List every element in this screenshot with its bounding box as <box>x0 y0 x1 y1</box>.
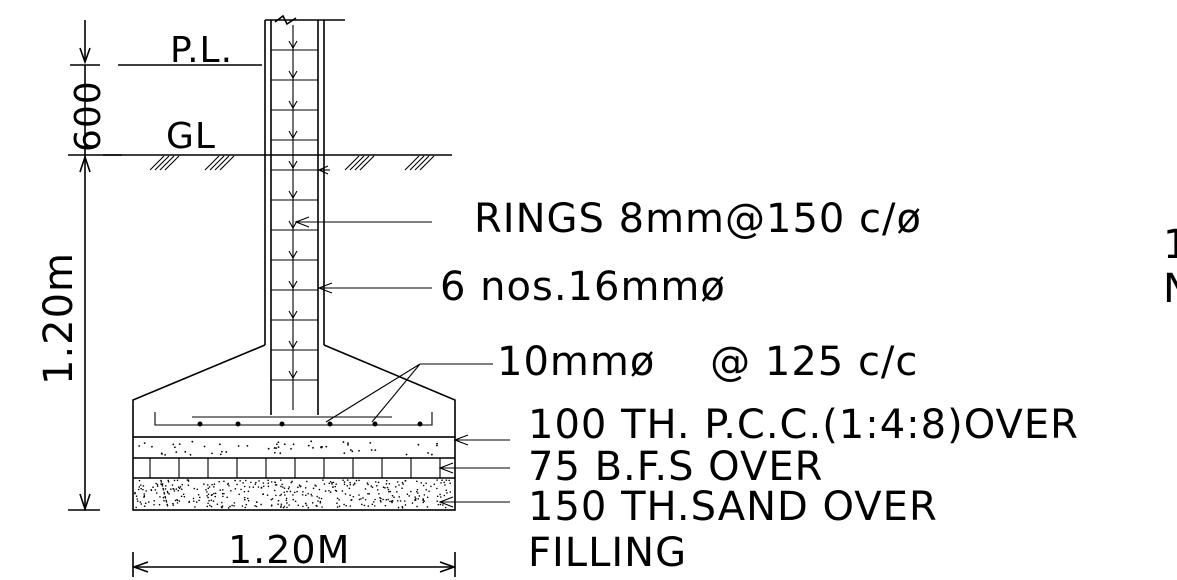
base-bar-dots <box>197 421 423 427</box>
pcc-layer-label: 100 TH. P.C.C.(1:4:8)OVER <box>528 402 1079 448</box>
filling-label: FILLING <box>528 530 687 576</box>
footing <box>132 344 456 437</box>
rings-label: RINGS 8mm@150 c/ø <box>474 196 922 242</box>
layers <box>132 436 456 511</box>
bfs-layer-label: 75 B.F.S OVER <box>528 444 823 490</box>
leaders <box>294 165 510 508</box>
footing-slope-right <box>323 344 456 437</box>
break-symbol <box>274 14 297 26</box>
ground-hatch-left <box>149 155 235 171</box>
gl-label: GL <box>166 116 216 157</box>
footing-slope-left <box>132 344 266 437</box>
pl-label: P.L. <box>170 30 233 71</box>
ground-line-group <box>103 154 452 171</box>
column-rings <box>271 40 318 381</box>
bfs-layer-bricks <box>149 458 441 478</box>
dimension-horizontal <box>131 552 457 577</box>
column <box>264 14 345 415</box>
dimension-600-label: 600 <box>68 80 109 152</box>
dimension-vertical <box>68 20 122 512</box>
pcc-layer-speckle <box>138 440 438 456</box>
base-bars-label: 10mmø @ 125 c/c <box>497 339 918 385</box>
edge-fragment-2: N <box>1163 266 1177 312</box>
base-mesh-outline <box>154 412 433 426</box>
dimension-1-20M-width-label: 1.20M <box>228 528 350 572</box>
sand-layer-dots <box>134 479 452 509</box>
ground-hatch-right <box>344 155 435 171</box>
sand-layer-label: 150 TH.SAND OVER <box>528 484 938 530</box>
edge-fragment-1: 1 <box>1163 222 1177 268</box>
main-bars-label: 6 nos.16mmø <box>440 264 726 310</box>
dimension-1-20m-label: 1.20m <box>36 252 82 385</box>
layer-outline <box>132 436 456 511</box>
